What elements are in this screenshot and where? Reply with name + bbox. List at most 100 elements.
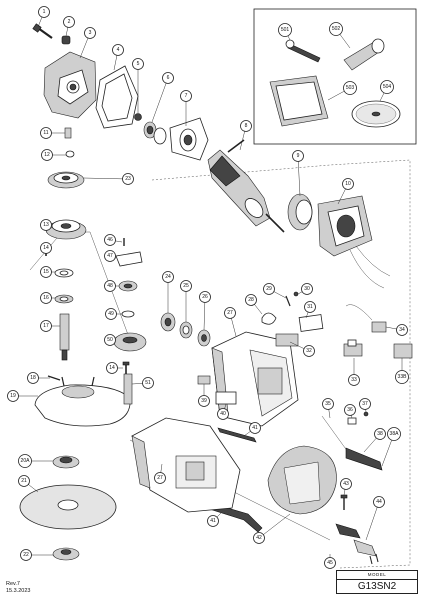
part-nameplate-39 [197, 375, 211, 385]
part-washer [65, 150, 75, 158]
callout-circle [40, 127, 52, 139]
callout-number: 51 [145, 380, 151, 386]
callout-circle [324, 557, 336, 569]
part-callout-504: 504 [380, 80, 394, 94]
callout-circle [395, 370, 409, 384]
callout-circle [207, 515, 219, 527]
callout-circle [344, 404, 356, 416]
part-case-503 [269, 75, 329, 127]
part-label-31 [298, 314, 324, 332]
callout-number: 27 [227, 310, 233, 316]
callout-number: 48 [107, 283, 113, 289]
part-callout-14: 14 [40, 242, 52, 254]
part-spindle-51 [123, 373, 133, 405]
part-diamond-wheel-504 [351, 100, 401, 128]
callout-circle [278, 23, 292, 37]
callout-number: 23 [125, 176, 131, 182]
callout-number: 10 [345, 181, 351, 187]
callout-circle [63, 16, 75, 28]
callout-number: 12 [44, 152, 50, 158]
callout-number: 38 [377, 431, 383, 437]
part-callout-21: 21 [18, 475, 30, 487]
callout-circle [84, 27, 96, 39]
part-gasket [95, 65, 139, 129]
callout-circle [180, 90, 192, 102]
callout-number: 35 [325, 401, 331, 407]
callout-number: 20A [21, 458, 31, 464]
callout-circle [301, 283, 313, 295]
part-lock-nut [52, 547, 80, 561]
callout-number: 30 [304, 286, 310, 292]
callout-number: 16 [43, 295, 49, 301]
callout-circle [249, 422, 261, 434]
callout-circle [373, 496, 385, 508]
part-switch-28 [261, 312, 277, 325]
part-callout-20a: 20A [18, 454, 32, 468]
callout-circle [105, 308, 117, 320]
callout-number: 33 [351, 377, 357, 383]
callout-number: 33B [398, 374, 408, 380]
callout-circle [162, 72, 174, 84]
part-callout-45: 45 [324, 557, 336, 569]
callout-number: 36 [347, 407, 353, 413]
leader-line [258, 513, 291, 539]
part-callout-26: 26 [199, 291, 211, 303]
part-callout-11: 11 [40, 127, 52, 139]
part-callout-14: 14 [106, 362, 118, 374]
callout-circle [263, 283, 275, 295]
part-callout-37: 37 [359, 398, 371, 410]
part-bearing-holder [153, 117, 209, 161]
callout-number: 9 [297, 153, 300, 159]
leader-line [297, 155, 301, 197]
callout-circle [245, 294, 257, 306]
callout-circle [18, 475, 30, 487]
revision-note: Rev.7 15.3.2023 [6, 581, 30, 595]
callout-number: 17 [43, 323, 49, 329]
part-screw-29 [285, 295, 291, 307]
callout-number: 50 [107, 337, 113, 343]
callout-number: 26 [202, 294, 208, 300]
part-brush-holder-33B [393, 343, 413, 359]
part-callout-25: 25 [180, 280, 192, 292]
callout-number: 8 [245, 123, 248, 129]
part-cap [61, 35, 71, 45]
part-screw-37 [363, 411, 369, 417]
part-callout-34: 34 [396, 324, 408, 336]
callout-number: 40 [220, 411, 226, 417]
callout-number: 4 [117, 47, 120, 53]
part-callout-15: 15 [40, 266, 52, 278]
part-stopper-47 [115, 251, 143, 267]
part-callout-2: 2 [63, 16, 75, 28]
callout-number: 47 [107, 253, 113, 259]
callout-number: 41 [252, 425, 258, 431]
callout-circle [253, 532, 265, 544]
part-callout-23: 23 [122, 173, 134, 185]
part-callout-13: 13 [40, 219, 52, 231]
part-callout-16: 16 [40, 292, 52, 304]
part-bearing-48 [118, 280, 138, 292]
revision-date: 15.3.2023 [6, 588, 31, 594]
callout-circle [180, 280, 192, 292]
part-callout-501: 501 [278, 23, 292, 37]
callout-circle [142, 377, 154, 389]
callout-circle [7, 390, 19, 402]
part-callout-31: 31 [304, 301, 316, 313]
part-callout-33: 33 [348, 374, 360, 386]
callout-number: 31 [307, 304, 313, 310]
callout-number: 502 [332, 26, 341, 32]
callout-circle [380, 80, 394, 94]
callout-circle [303, 345, 315, 357]
part-motor-housing-lower [131, 417, 241, 513]
callout-circle [20, 549, 32, 561]
callout-circle [240, 120, 252, 132]
callout-number: 22 [23, 552, 29, 558]
callout-circle [374, 428, 386, 440]
callout-number: 501 [281, 27, 290, 33]
part-gear-housing [45, 219, 87, 240]
callout-circle [40, 242, 52, 254]
callout-number: 503 [346, 85, 355, 91]
callout-circle [217, 408, 229, 420]
part-callout-32: 32 [303, 345, 315, 357]
part-callout-43: 43 [340, 478, 352, 490]
